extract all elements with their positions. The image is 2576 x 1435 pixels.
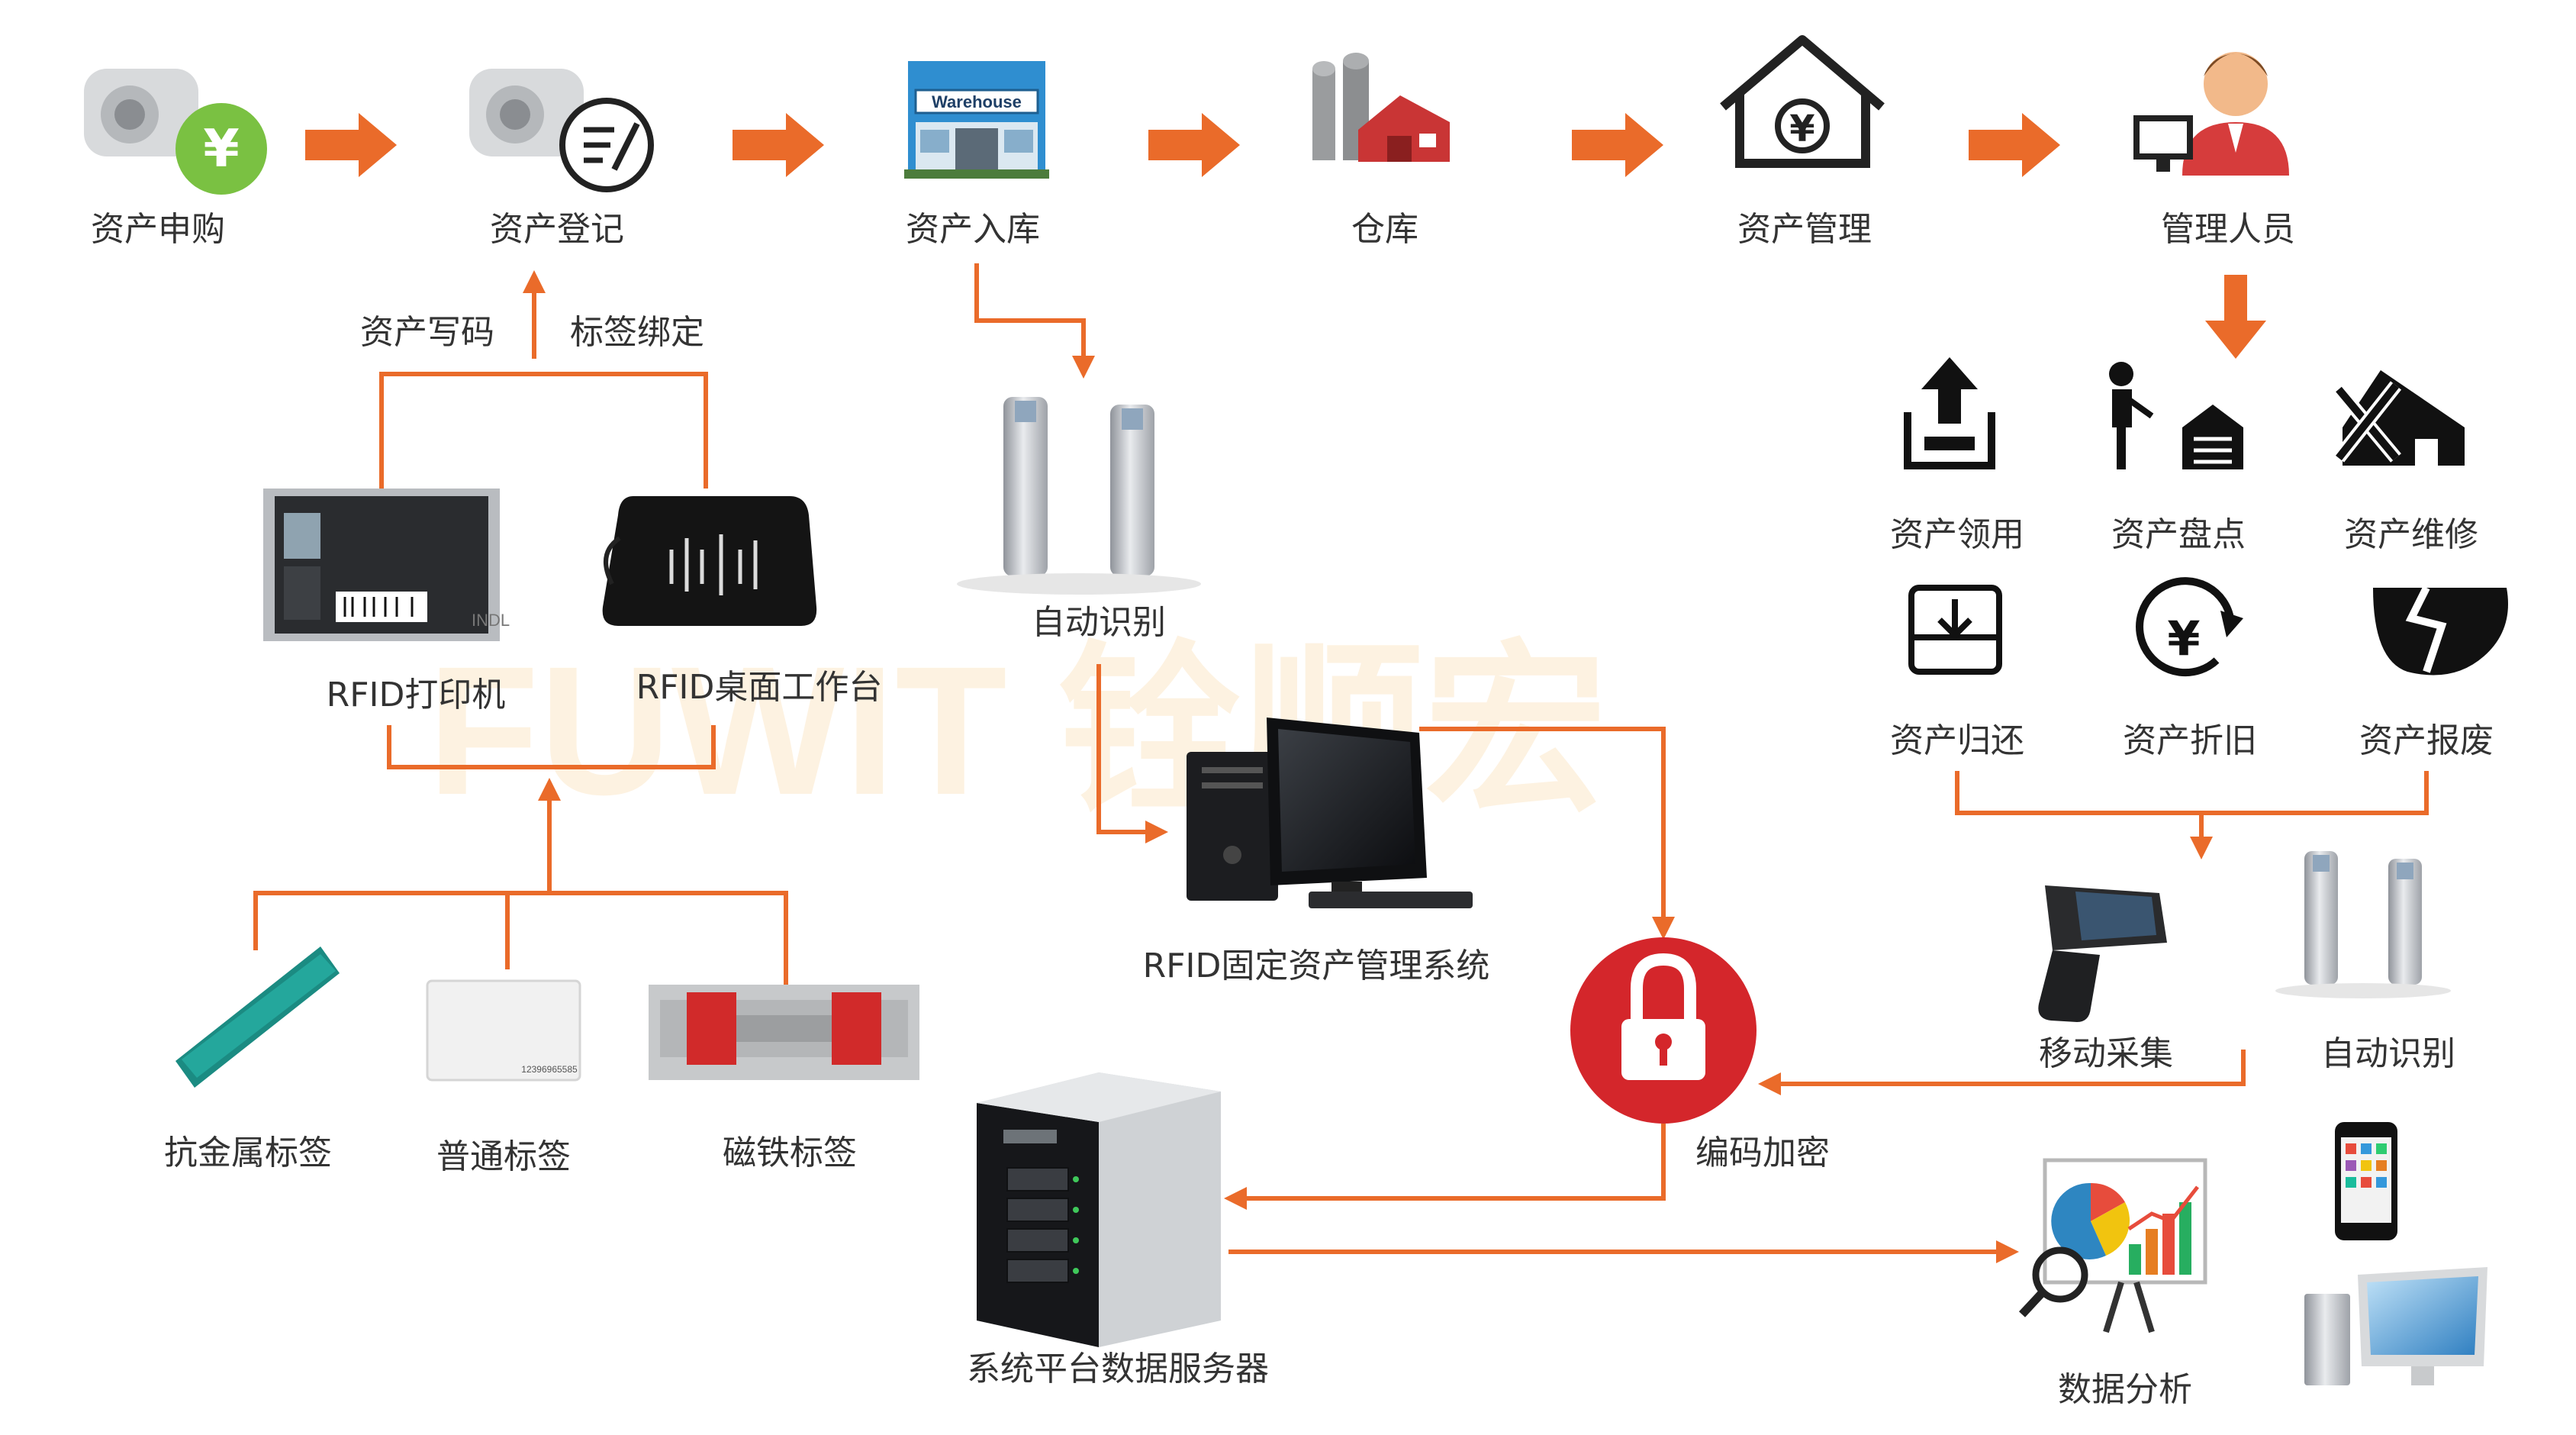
flow-arrow-icon [305, 113, 397, 177]
house-yuan-icon: ¥ [1720, 35, 1885, 168]
label-management: 资产管理 [1737, 210, 1872, 249]
handheld-scanner-icon [2038, 885, 2167, 1022]
inventory-worker-icon [2109, 362, 2243, 469]
connector-line [1419, 727, 1675, 940]
flow-arrow-icon [1572, 113, 1663, 177]
rfid-printer-icon: INDL [263, 489, 510, 641]
flow-arrow-icon [1148, 113, 1240, 177]
label-encrypt: 编码加密 [1695, 1133, 1830, 1172]
lock-icon [1570, 937, 1757, 1124]
label-write-code: 资产写码 [360, 313, 494, 352]
connector-line [974, 263, 1095, 379]
normal-tag-number: 12396965585 [521, 1064, 578, 1075]
label-return: 资产归还 [1890, 721, 2024, 760]
svg-text:¥: ¥ [1789, 108, 1814, 150]
label-purchase: 资产申购 [91, 210, 225, 249]
label-server: 系统平台数据服务器 [967, 1350, 1269, 1388]
rfid-desktop-reader-icon [602, 496, 817, 626]
anti-metal-tag-icon [175, 946, 340, 1088]
label-desktop-station: RFID桌面工作台 [636, 668, 883, 707]
register-icon [469, 69, 654, 192]
scrap-broken-icon [2373, 585, 2508, 676]
label-register: 资产登记 [490, 210, 624, 249]
label-warehouse: 仓库 [1351, 210, 1418, 249]
down-arrow-icon [2205, 275, 2266, 359]
magnet-tag-icon [649, 985, 919, 1080]
warehouse-store-icon: Warehouse [904, 61, 1049, 179]
warehouse-sign: Warehouse [932, 92, 1022, 111]
label-receive: 资产领用 [1890, 515, 2024, 554]
connector-line [379, 372, 708, 489]
normal-tag-icon: 12396965585 [426, 979, 581, 1082]
label-auto-id-right: 自动识别 [2321, 1034, 2455, 1073]
connector-line [1096, 664, 1168, 843]
flow-arrow-icon [733, 113, 824, 177]
label-system: RFID固定资产管理系统 [1143, 946, 1490, 985]
connector-line [253, 891, 788, 985]
receive-tray-icon [1904, 357, 1995, 469]
server-icon [977, 1072, 1221, 1347]
label-magnet-tag: 磁铁标签 [723, 1133, 857, 1172]
label-bind-tag: 标签绑定 [570, 313, 704, 352]
depreciation-icon: ¥ [2136, 577, 2243, 677]
desktop-monitor-icon [2304, 1267, 2487, 1385]
label-normal-tag: 普通标签 [436, 1137, 571, 1176]
label-depreciation: 资产折旧 [2123, 721, 2257, 760]
barn-icon [1312, 53, 1450, 162]
label-auto-id-center: 自动识别 [1032, 603, 1166, 642]
purchase-icon: ¥ [84, 69, 267, 195]
svg-text:¥: ¥ [2167, 611, 2200, 666]
label-repair: 资产维修 [2344, 515, 2478, 554]
label-anti-metal-tag: 抗金属标签 [164, 1133, 332, 1172]
flow-arrow-icon [1969, 113, 2060, 177]
label-scrap: 资产报废 [2359, 721, 2494, 760]
svg-text:¥: ¥ [203, 119, 239, 179]
connector-line [1955, 771, 2429, 815]
label-inbound: 资产入库 [906, 210, 1040, 249]
connector-line [387, 725, 716, 769]
printer-brand: INDL [472, 611, 510, 630]
gate-reader-icon [957, 397, 1201, 595]
label-manager: 管理人员 [2161, 210, 2295, 249]
repair-tools-icon [2333, 370, 2465, 466]
connector-line [1758, 1050, 2246, 1095]
gate-reader-icon [2275, 851, 2451, 998]
label-analysis: 数据分析 [2058, 1370, 2192, 1409]
label-inventory: 资产盘点 [2111, 515, 2246, 554]
label-printer: RFID打印机 [327, 676, 506, 714]
return-tray-icon [1908, 585, 2002, 675]
analytics-board-icon [2018, 1158, 2207, 1333]
computer-icon [1187, 718, 1473, 908]
label-mobile-collection: 移动采集 [2039, 1034, 2173, 1073]
connector-line [1224, 1124, 1666, 1210]
manager-person-icon [2133, 52, 2289, 176]
smartphone-icon [2335, 1122, 2397, 1240]
